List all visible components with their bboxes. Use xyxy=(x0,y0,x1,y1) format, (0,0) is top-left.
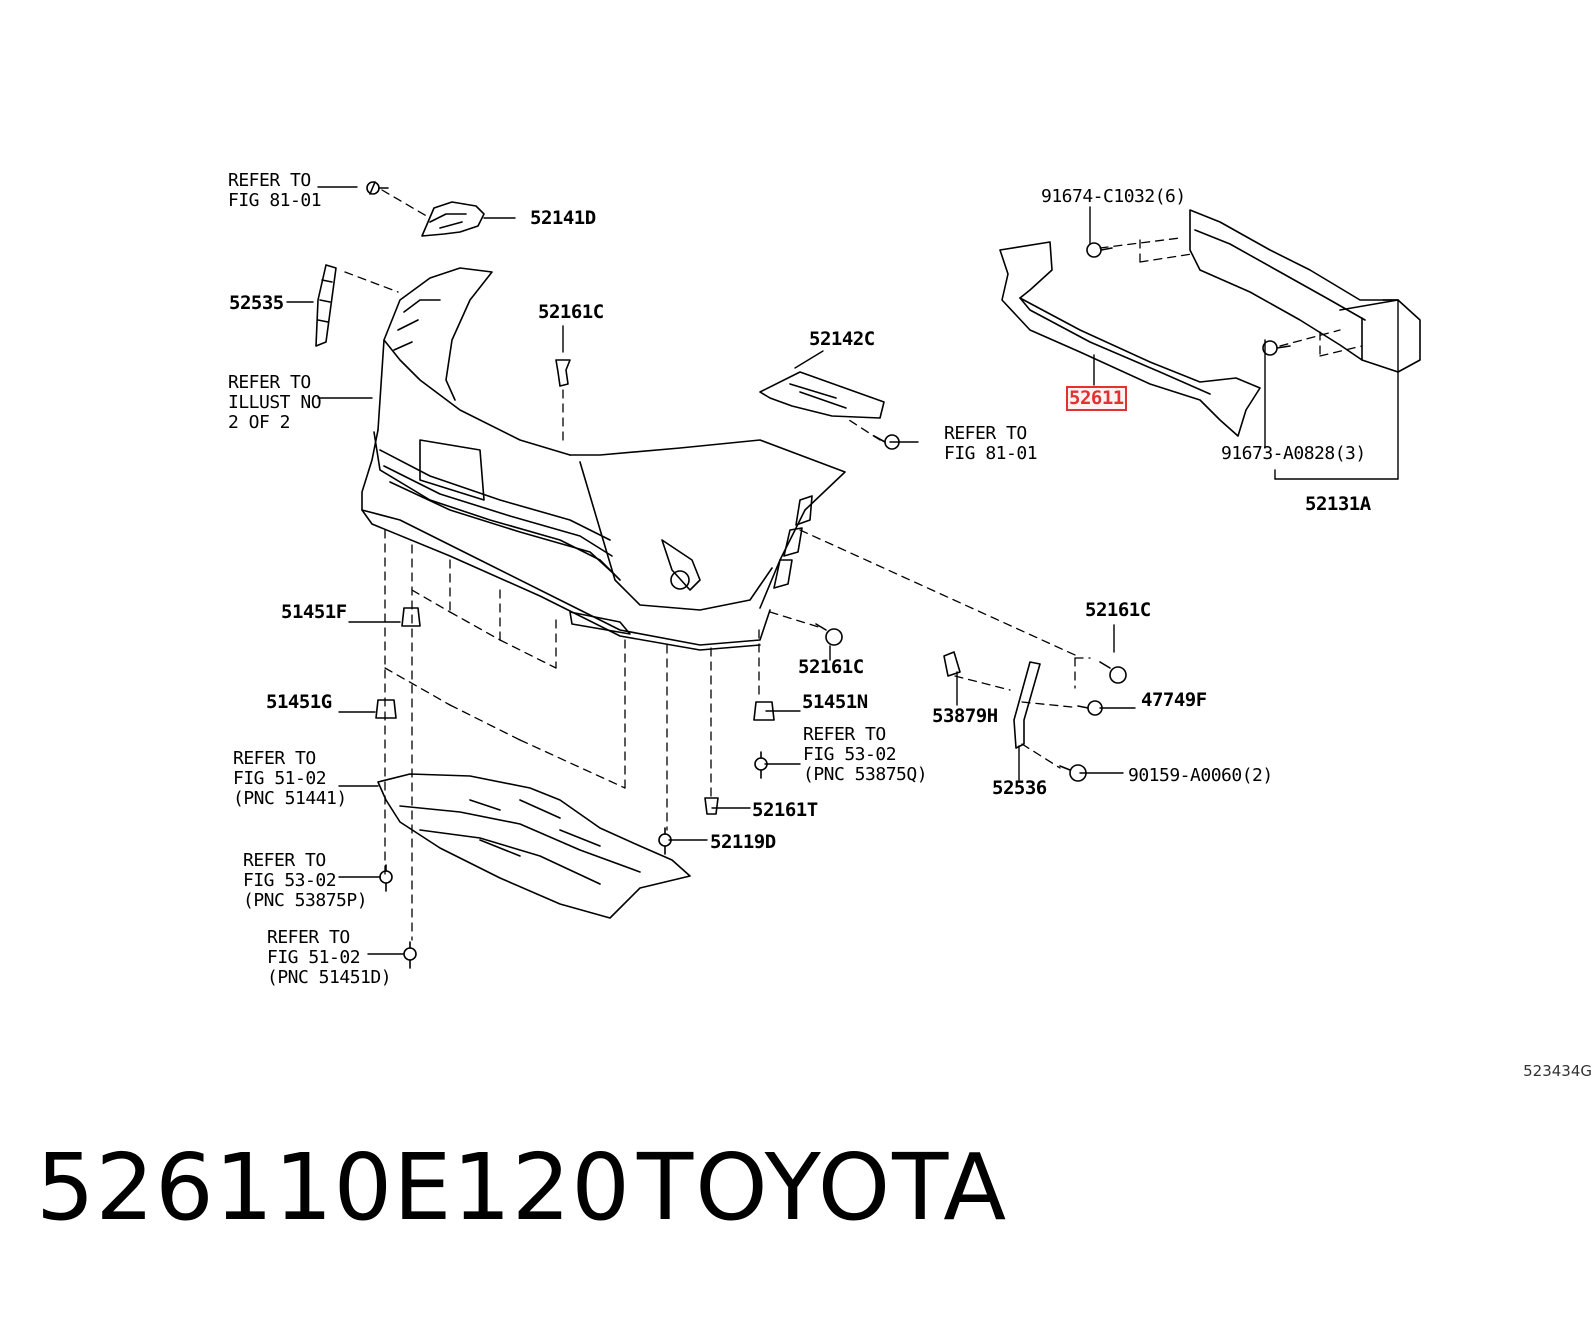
refer-illust-line3: 2 OF 2 xyxy=(228,412,291,433)
bracket-53879h xyxy=(943,651,961,677)
part-52611-label-highlighted[interactable]: 52611 xyxy=(1066,386,1127,411)
bracket-52536 xyxy=(1013,661,1041,749)
screw-53875q xyxy=(754,751,768,779)
refer-fig-53-02-q-line3: (PNC 53875Q) xyxy=(803,764,928,785)
refer-fig-81-01-mid-line1: REFER TO xyxy=(944,423,1027,444)
part-53879h-label[interactable]: 53879H xyxy=(932,705,998,727)
bracket-52142c xyxy=(759,371,885,419)
part-52142c-label[interactable]: 52142C xyxy=(809,328,875,350)
refer-fig-53-02-q-line1: REFER TO xyxy=(803,724,886,745)
clip-52161c-top xyxy=(555,359,571,387)
part-47749f-label[interactable]: 47749F xyxy=(1141,689,1207,711)
bolt-47749f xyxy=(1077,700,1103,716)
part-52161c-top-label[interactable]: 52161C xyxy=(538,301,604,323)
refer-fig-81-01-top-line1: REFER TO xyxy=(228,170,311,191)
bumper-cover xyxy=(361,267,846,651)
part-91674-label[interactable]: 91674-C1032(6) xyxy=(1041,186,1186,207)
footer-brand: TOYOTA xyxy=(637,1134,1009,1241)
part-51451f-label[interactable]: 51451F xyxy=(281,601,347,623)
part-51451g-label[interactable]: 51451G xyxy=(266,691,332,713)
screw-81-01-mid xyxy=(873,434,900,450)
bolt-91674 xyxy=(1086,242,1113,258)
part-91673-label[interactable]: 91673-A0828(3) xyxy=(1221,443,1366,464)
bolt-90159 xyxy=(1059,764,1087,782)
refer-fig-51-02-d-line1: REFER TO xyxy=(267,927,350,948)
screw-52119d xyxy=(658,827,672,855)
refer-illust-line2: ILLUST NO xyxy=(228,392,322,413)
reinforcement-52131a xyxy=(1189,209,1421,373)
refer-fig-51-02-a-line3: (PNC 51441) xyxy=(233,788,347,809)
refer-fig-53-02-q-line2: FIG 53-02 xyxy=(803,744,897,765)
part-52536-label[interactable]: 52536 xyxy=(992,777,1047,799)
refer-illust-line1: REFER TO xyxy=(228,372,311,393)
illustration-code: 523434G xyxy=(1523,1062,1592,1080)
clip-51451f xyxy=(401,607,421,627)
part-52131a-label[interactable]: 52131A xyxy=(1305,493,1371,515)
screw-53875p xyxy=(379,864,393,892)
refer-fig-81-01-top-line2: FIG 81-01 xyxy=(228,190,322,211)
part-52119d-label[interactable]: 52119D xyxy=(710,831,776,853)
part-52535-label[interactable]: 52535 xyxy=(229,292,284,314)
bracket-52535 xyxy=(315,264,337,347)
bracket-52141d xyxy=(421,201,485,237)
part-52161c-right-label[interactable]: 52161C xyxy=(1085,599,1151,621)
refer-fig-51-02-a-line2: FIG 51-02 xyxy=(233,768,327,789)
clip-52161c-right xyxy=(1099,661,1127,684)
refer-fig-51-02-a-line1: REFER TO xyxy=(233,748,316,769)
part-52161c-mid-label[interactable]: 52161C xyxy=(798,656,864,678)
refer-fig-53-02-p-line1: REFER TO xyxy=(243,850,326,871)
under-cover xyxy=(377,773,691,919)
refer-fig-51-02-d-line3: (PNC 51451D) xyxy=(267,967,392,988)
footer-part-number: 526110E120 xyxy=(36,1134,631,1241)
leader-lines xyxy=(286,186,1399,955)
refer-fig-53-02-p-line2: FIG 53-02 xyxy=(243,870,337,891)
assembly-lines xyxy=(344,189,1363,941)
part-52161t-label[interactable]: 52161T xyxy=(752,799,818,821)
part-51451n-label[interactable]: 51451N xyxy=(802,691,868,713)
clip-52161c-mid xyxy=(815,623,843,646)
part-90159-label[interactable]: 90159-A0060(2) xyxy=(1128,765,1273,786)
bolt-91673 xyxy=(1262,340,1291,356)
clip-51451g xyxy=(375,699,397,719)
refer-fig-53-02-p-line3: (PNC 53875P) xyxy=(243,890,368,911)
part-52141d-label[interactable]: 52141D xyxy=(530,207,596,229)
clip-51451n xyxy=(753,701,775,721)
screw-51451d xyxy=(403,941,417,969)
refer-fig-51-02-d-line2: FIG 51-02 xyxy=(267,947,361,968)
clip-52161t xyxy=(704,797,719,815)
absorber-52611 xyxy=(999,241,1261,437)
clip-81-01-top xyxy=(366,181,389,195)
refer-fig-81-01-mid-line2: FIG 81-01 xyxy=(944,443,1038,464)
